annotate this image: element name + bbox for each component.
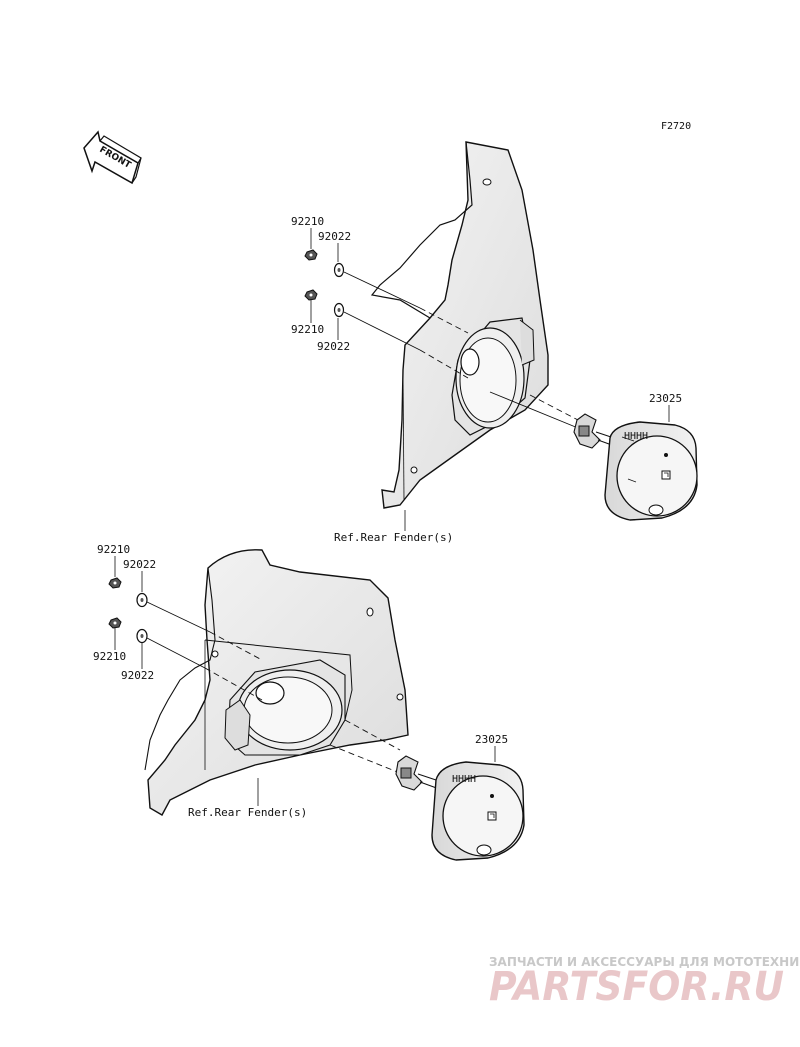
- diagram-code: F2720: [661, 121, 691, 132]
- upper-washer-top-label: 92022: [318, 230, 351, 243]
- lower-nut-bottom-label: 92210: [93, 650, 126, 663]
- lower-assembly: HHHH 92210 92022 92210 92022 23025 Ref.R…: [93, 543, 525, 861]
- lower-lamp-label: 23025: [475, 733, 508, 746]
- upper-washer-bottom-label: 92022: [317, 340, 350, 353]
- lower-rear-fender: [144, 549, 409, 816]
- upper-lamp-unit: HHHH: [573, 413, 698, 521]
- lower-nut-top-icon: [108, 577, 122, 589]
- upper-nut-bottom-label: 92210: [291, 323, 324, 336]
- upper-nut-top-label: 92210: [291, 215, 324, 228]
- upper-nut-top-icon: [304, 249, 318, 261]
- watermark-brand: PARTSFOR.RU: [489, 964, 784, 1010]
- lower-washer-bottom-icon: [136, 628, 148, 644]
- front-arrow-icon: FRONT: [83, 130, 142, 185]
- lower-nut-bottom-icon: [108, 617, 122, 629]
- upper-assembly: HHHH 92210 92022 92210 92022 23025 Ref.R…: [291, 141, 698, 544]
- lower-washer-bottom-label: 92022: [121, 669, 154, 682]
- watermark: ЗАПЧАСТИ И АКСЕССУАРЫ ДЛЯ МОТОТЕХНИКИ PA…: [489, 955, 800, 1010]
- svg-text:HHHH: HHHH: [624, 431, 648, 442]
- lower-lamp-unit: HHHH: [395, 755, 525, 861]
- upper-nut-bottom-icon: [304, 289, 318, 301]
- watermark-tagline: ЗАПЧАСТИ И АКСЕССУАРЫ ДЛЯ МОТОТЕХНИКИ: [489, 955, 800, 969]
- upper-washer-bottom-icon: [333, 302, 345, 318]
- upper-rear-fender: [370, 141, 549, 509]
- upper-washer-top-icon: [333, 262, 345, 278]
- upper-fender-ref-label: Ref.Rear Fender(s): [334, 531, 453, 544]
- lower-washer-top-icon: [136, 592, 148, 608]
- lower-fender-ref-label: Ref.Rear Fender(s): [188, 806, 307, 819]
- lower-nut-top-label: 92210: [97, 543, 130, 556]
- upper-lamp-label: 23025: [649, 392, 682, 405]
- lower-washer-top-label: 92022: [123, 558, 156, 571]
- svg-text:HHHH: HHHH: [452, 774, 476, 785]
